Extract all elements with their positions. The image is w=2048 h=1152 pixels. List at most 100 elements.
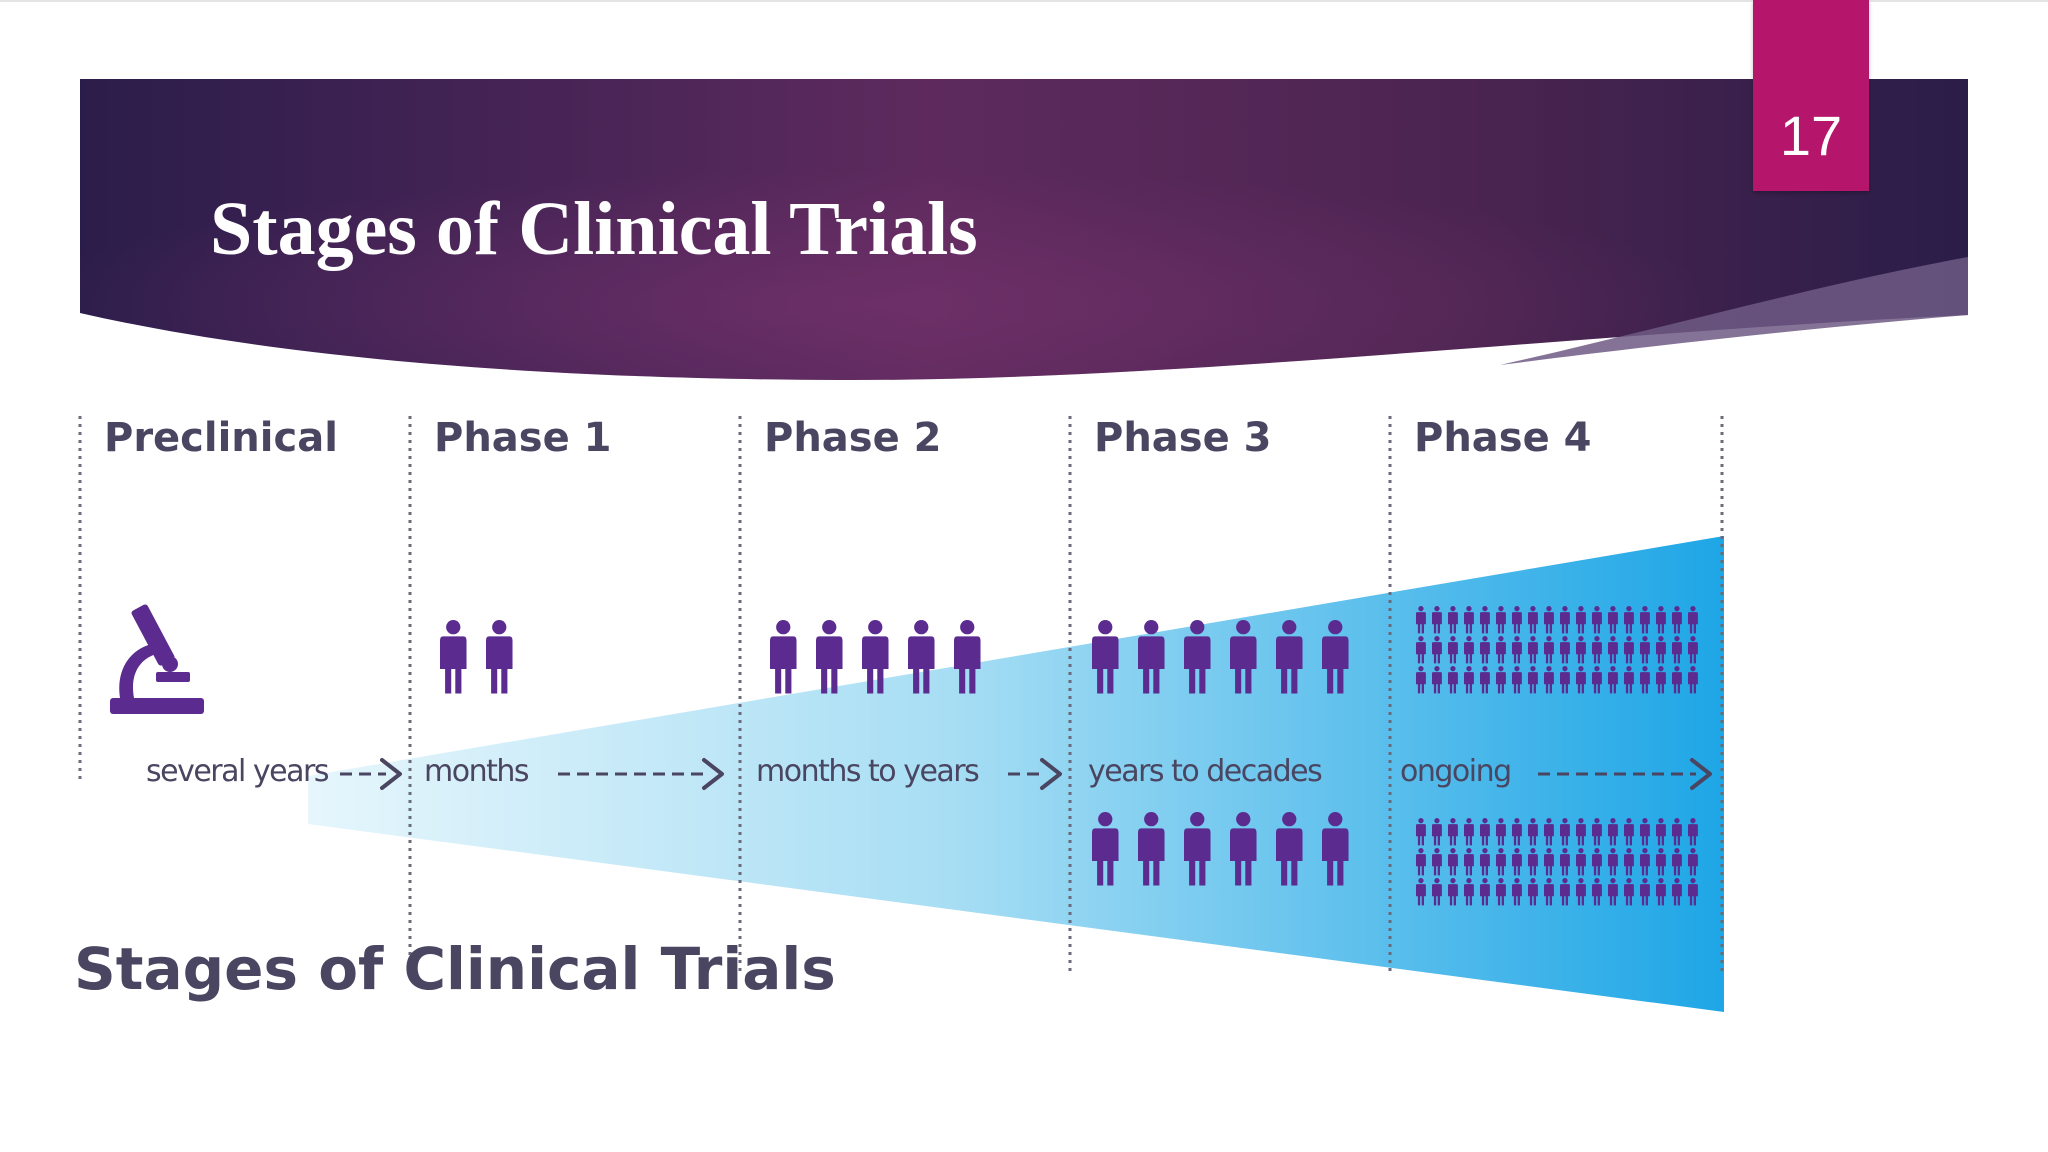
person-body xyxy=(1496,642,1506,664)
person-body xyxy=(1496,884,1506,906)
phase-title-preclinical: Preclinical xyxy=(104,415,338,461)
person-body xyxy=(1480,642,1490,664)
person-head xyxy=(1482,606,1488,612)
person-icon xyxy=(1416,878,1426,906)
person-icon xyxy=(1230,620,1257,694)
person-head xyxy=(1498,878,1504,884)
person-body xyxy=(1640,884,1650,906)
person-body xyxy=(816,636,843,694)
person-body xyxy=(1672,824,1682,846)
person-body xyxy=(1640,854,1650,876)
person-head xyxy=(1418,666,1424,672)
person-head xyxy=(1578,606,1584,612)
person-icon xyxy=(1480,878,1490,906)
person-head xyxy=(1434,848,1440,854)
person-head xyxy=(1236,620,1251,635)
person-icon xyxy=(1576,848,1586,876)
person-body xyxy=(1608,612,1618,634)
person-body xyxy=(1432,642,1442,664)
person-body xyxy=(1672,642,1682,664)
person-head xyxy=(1450,606,1456,612)
person-body xyxy=(1688,854,1698,876)
duration-phase-2: months to years xyxy=(756,754,980,789)
person-icon xyxy=(1416,636,1426,664)
person-icon xyxy=(1656,666,1666,694)
person-head xyxy=(1498,818,1504,824)
person-head xyxy=(1562,878,1568,884)
person-body xyxy=(1560,672,1570,694)
person-head xyxy=(1144,812,1159,827)
person-icon xyxy=(1592,848,1602,876)
person-icon xyxy=(1432,606,1442,634)
person-icon xyxy=(486,620,513,694)
person-head xyxy=(1498,636,1504,642)
person-body xyxy=(1184,636,1211,694)
person-icon xyxy=(1640,666,1650,694)
person-icon xyxy=(1640,848,1650,876)
person-head xyxy=(1418,636,1424,642)
duration-arrowhead xyxy=(1040,758,1062,790)
person-body xyxy=(1416,854,1426,876)
person-head xyxy=(1626,636,1632,642)
person-icon xyxy=(1416,666,1426,694)
person-head xyxy=(1674,606,1680,612)
person-head xyxy=(1434,606,1440,612)
person-icon xyxy=(1672,878,1682,906)
person-body xyxy=(1608,854,1618,876)
person-icon xyxy=(1608,666,1618,694)
person-head xyxy=(1328,812,1343,827)
person-head xyxy=(1514,818,1520,824)
person-icon xyxy=(1544,666,1554,694)
person-icon xyxy=(1496,606,1506,634)
person-icon xyxy=(1448,636,1458,664)
diagram-caption: Stages of Clinical Trials xyxy=(74,935,836,1003)
person-body xyxy=(1576,884,1586,906)
person-head xyxy=(1658,666,1664,672)
duration-phase-3: years to decades xyxy=(1088,754,1323,789)
person-icon xyxy=(1656,848,1666,876)
header-band xyxy=(80,79,1968,381)
person-body xyxy=(1656,642,1666,664)
person-body xyxy=(1592,612,1602,634)
person-icon xyxy=(1448,606,1458,634)
person-icon xyxy=(1416,818,1426,846)
duration-phase-1: months xyxy=(424,754,530,789)
person-icon xyxy=(1480,606,1490,634)
person-body xyxy=(1560,612,1570,634)
microscope-arm xyxy=(119,644,156,698)
person-head xyxy=(1418,818,1424,824)
person-head xyxy=(1658,878,1664,884)
person-body xyxy=(862,636,889,694)
person-body xyxy=(1560,642,1570,664)
person-head xyxy=(1530,606,1536,612)
person-body xyxy=(1230,828,1257,886)
duration-arrowhead xyxy=(1690,758,1712,790)
person-icon xyxy=(1528,878,1538,906)
person-body xyxy=(1448,824,1458,846)
person-body xyxy=(1276,636,1303,694)
person-body xyxy=(1592,884,1602,906)
person-icon xyxy=(1480,636,1490,664)
person-body xyxy=(1576,642,1586,664)
person-body xyxy=(1608,824,1618,846)
person-icon xyxy=(1560,818,1570,846)
person-body xyxy=(1448,642,1458,664)
person-head xyxy=(1190,620,1205,635)
person-head xyxy=(1626,848,1632,854)
person-body xyxy=(1322,636,1349,694)
person-body xyxy=(1448,672,1458,694)
person-icon xyxy=(1184,620,1211,694)
person-body xyxy=(1608,884,1618,906)
person-body xyxy=(1592,642,1602,664)
person-icon xyxy=(1432,666,1442,694)
person-icon xyxy=(1624,636,1634,664)
person-body xyxy=(1688,642,1698,664)
person-body xyxy=(770,636,797,694)
person-head xyxy=(1328,620,1343,635)
person-body xyxy=(1432,854,1442,876)
person-icon xyxy=(1592,878,1602,906)
person-head xyxy=(1674,848,1680,854)
person-body xyxy=(1528,642,1538,664)
person-icon xyxy=(1528,848,1538,876)
